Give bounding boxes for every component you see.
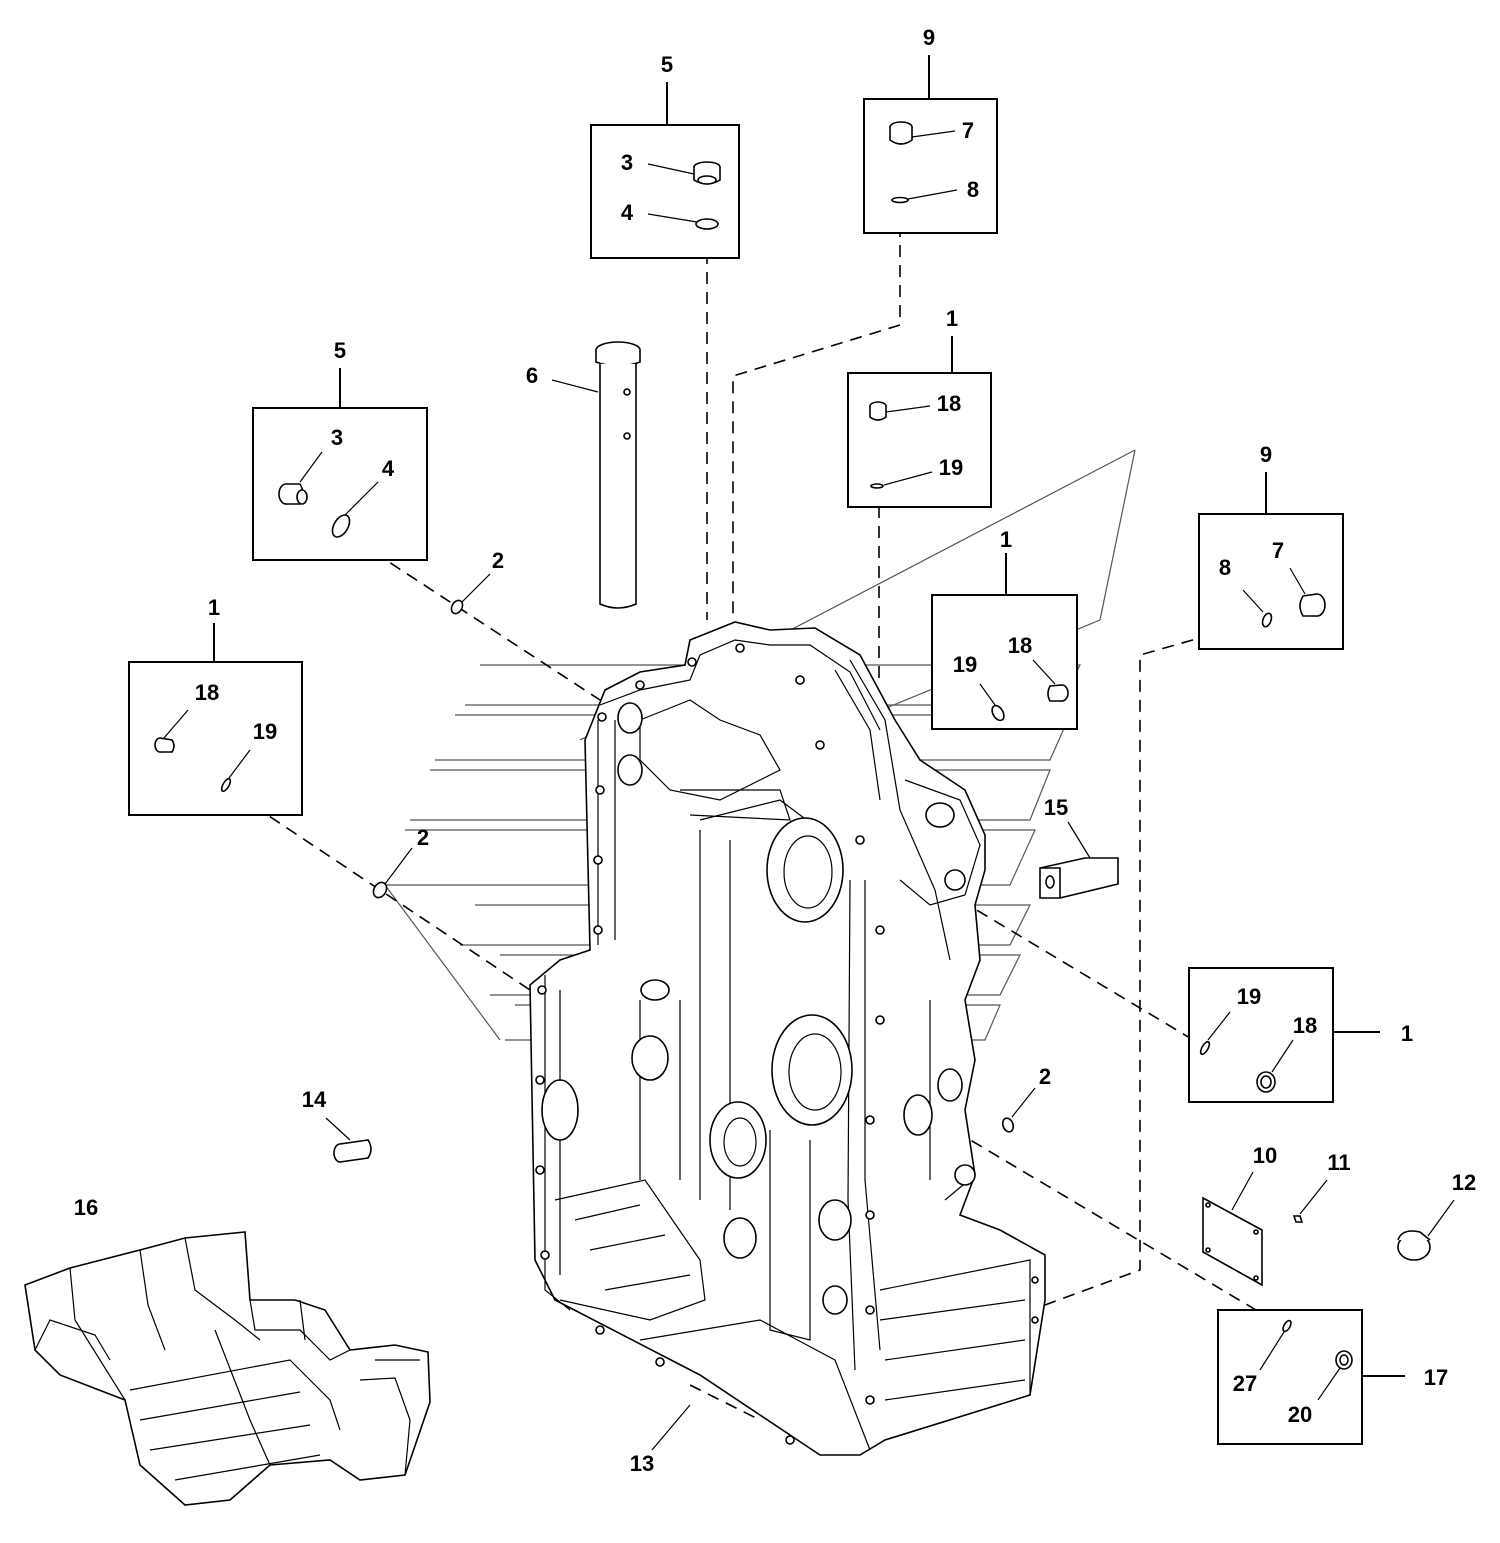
callout-4-top: 4 — [621, 200, 634, 225]
callout-1-center: 1 — [946, 306, 958, 331]
callout-15: 15 — [1044, 795, 1068, 820]
callout-labels: 5 9 3 4 7 8 6 5 3 4 1 18 19 9 8 7 1 19 1… — [74, 25, 1476, 1476]
callout-2-upper: 2 — [492, 548, 504, 573]
callout-12: 12 — [1452, 1170, 1476, 1195]
callout-27: 27 — [1233, 1371, 1257, 1396]
cap-part-12 — [1397, 1230, 1431, 1261]
callout-8-right: 8 — [1219, 555, 1231, 580]
callout-9-top: 9 — [923, 25, 935, 50]
plug-part-7-top — [889, 121, 913, 145]
box-kit-1-center — [847, 372, 992, 508]
callout-19-lower: 19 — [1237, 984, 1261, 1009]
callout-8-top: 8 — [967, 177, 979, 202]
washer-part-2-lower — [1001, 1117, 1015, 1133]
callout-2-lower: 2 — [1039, 1064, 1051, 1089]
pin-part-14 — [333, 1139, 372, 1163]
callout-17: 17 — [1424, 1365, 1448, 1390]
callout-5-left: 5 — [334, 338, 346, 363]
plug-part-3-top — [693, 161, 721, 185]
oring-part-19-lower — [1199, 1040, 1211, 1056]
oring-part-4-top — [695, 218, 719, 230]
plug-part-18-lower — [1256, 1071, 1276, 1093]
box-kit-9-right — [1198, 513, 1344, 650]
callout-18-mid: 18 — [1008, 633, 1032, 658]
oring-part-19-left — [220, 777, 232, 793]
box-kit-1-mid — [931, 594, 1078, 730]
callout-18-left: 18 — [195, 680, 219, 705]
callout-11: 11 — [1327, 1150, 1350, 1175]
detail-boxes — [128, 98, 1363, 1445]
callout-1-mid: 1 — [1000, 527, 1012, 552]
tube-part-6 — [595, 341, 641, 609]
box-kit-17 — [1217, 1309, 1363, 1445]
oring-part-27 — [1282, 1319, 1292, 1333]
oring-part-8-right — [1261, 612, 1273, 628]
cover-plate-part-10 — [1202, 1196, 1263, 1287]
plug-part-7-right — [1299, 593, 1326, 617]
callout-7-top: 7 — [962, 118, 974, 143]
callout-4-left: 4 — [382, 456, 395, 481]
callout-19-left: 19 — [253, 719, 277, 744]
callout-14: 14 — [302, 1087, 327, 1112]
oring-part-4-left — [331, 514, 351, 538]
callout-19-mid: 19 — [953, 652, 977, 677]
washer-part-2-left — [372, 881, 388, 899]
callout-7-right: 7 — [1272, 538, 1284, 563]
screw-part-11 — [1292, 1215, 1304, 1223]
callout-10: 10 — [1253, 1143, 1277, 1168]
callout-3-top: 3 — [621, 150, 633, 175]
oring-part-19-mid — [991, 704, 1005, 722]
oring-part-8-top — [891, 196, 909, 204]
oring-part-19-center — [870, 483, 884, 489]
box-kit-9-top — [863, 98, 998, 234]
callout-5-top: 5 — [661, 52, 673, 77]
plug-part-3-left — [278, 483, 308, 505]
callout-18-lower: 18 — [1293, 1013, 1317, 1038]
plug-part-18-center — [869, 401, 887, 421]
callout-9-right: 9 — [1260, 442, 1272, 467]
box-kit-1-left — [128, 661, 303, 816]
callout-1-left: 1 — [208, 595, 220, 620]
callout-20: 20 — [1288, 1402, 1312, 1427]
callout-16: 16 — [74, 1195, 98, 1220]
washer-part-2-upper — [450, 599, 464, 615]
box-kit-5-top — [590, 124, 740, 259]
box-connectors — [213, 55, 1405, 1377]
callout-19-center: 19 — [939, 455, 963, 480]
plug-part-18-left — [154, 737, 175, 753]
small-parts — [154, 121, 1455, 1401]
callout-3-left: 3 — [331, 425, 343, 450]
bracket-part-15 — [1039, 857, 1119, 899]
sump-guard-part-16 — [24, 1231, 431, 1506]
callout-2-left: 2 — [417, 825, 429, 850]
transmission-housing-part-13 — [529, 621, 1046, 1456]
callout-6: 6 — [526, 363, 538, 388]
callout-13: 13 — [630, 1451, 654, 1476]
callout-1-lower: 1 — [1401, 1021, 1413, 1046]
callout-18-center: 18 — [937, 391, 961, 416]
plug-part-20 — [1335, 1350, 1353, 1370]
plug-part-18-mid — [1047, 684, 1069, 702]
